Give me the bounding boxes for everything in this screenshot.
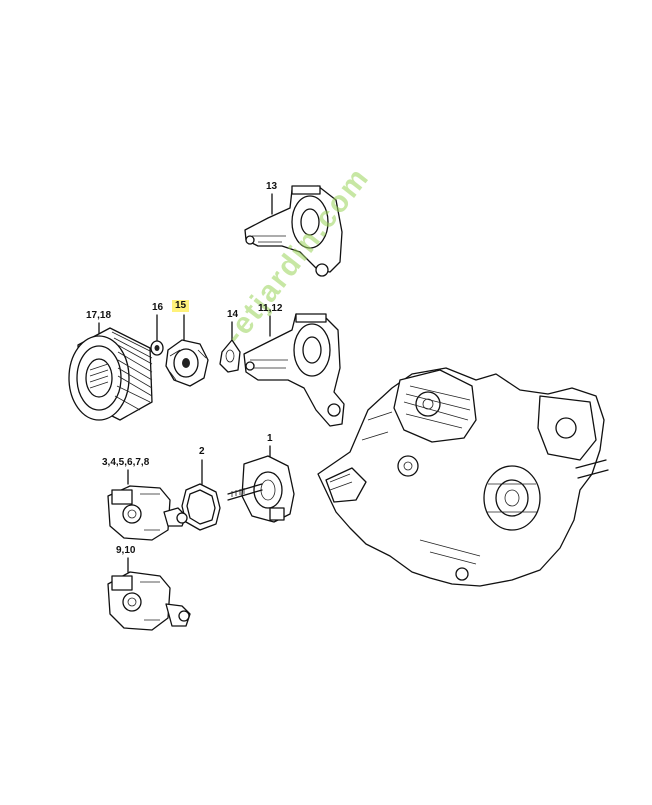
callout-16: 16 bbox=[152, 302, 164, 313]
part-11-12-manifold[interactable] bbox=[243, 313, 345, 427]
callout-2: 2 bbox=[199, 446, 205, 457]
callout-11-12: 11,12 bbox=[258, 303, 283, 314]
part-15-flange[interactable] bbox=[165, 314, 209, 387]
callout-1: 1 bbox=[267, 433, 273, 444]
part-13-intake-housing[interactable] bbox=[244, 185, 343, 277]
part-3-8-carburetor[interactable] bbox=[107, 469, 188, 541]
part-14-gasket[interactable] bbox=[219, 321, 241, 373]
part-1-carburetor-flange[interactable] bbox=[227, 445, 295, 523]
callout-3-8: 3,4,5,6,7,8 bbox=[102, 457, 150, 468]
callout-13: 13 bbox=[266, 181, 278, 192]
callout-14: 14 bbox=[227, 309, 239, 320]
part-9-10-carburetor[interactable] bbox=[107, 557, 191, 631]
callout-17-18: 17,18 bbox=[86, 310, 112, 321]
callout-15-highlighted: 15 bbox=[172, 300, 190, 312]
part-2-gasket-ring[interactable] bbox=[181, 459, 221, 531]
part-17-18-air-filter[interactable] bbox=[68, 322, 153, 421]
engine-assembly bbox=[317, 367, 609, 587]
callout-9-10: 9,10 bbox=[116, 545, 136, 556]
part-16-nut[interactable] bbox=[150, 314, 164, 356]
